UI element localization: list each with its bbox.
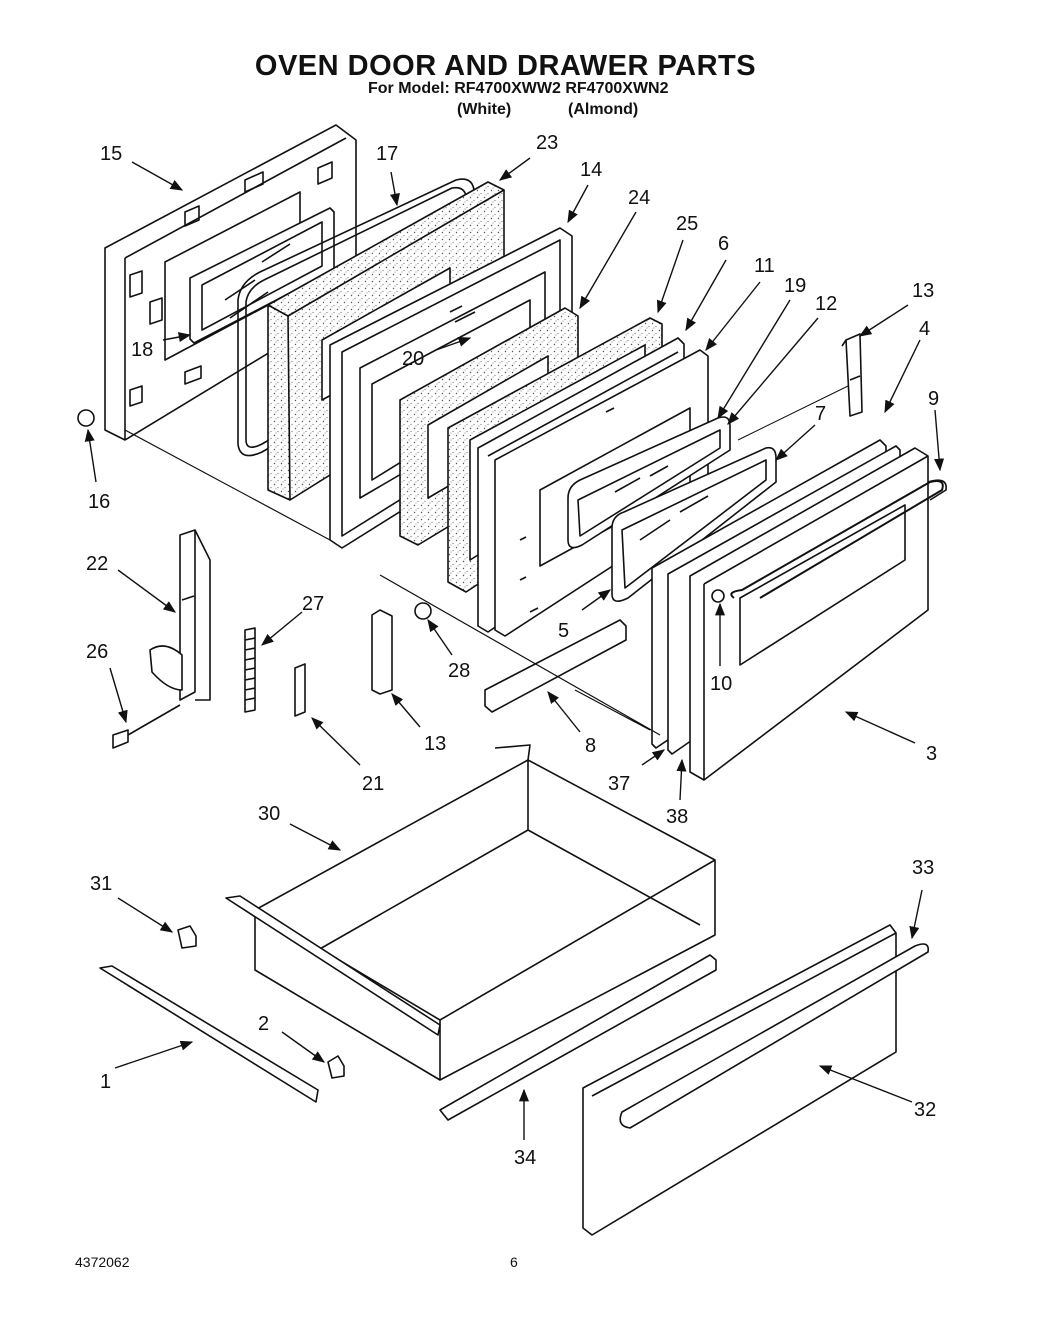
callout-9: 9: [928, 388, 939, 410]
callout-15: 15: [100, 143, 122, 165]
part-2-roller: [327, 1055, 345, 1079]
part-21-link: [294, 663, 306, 717]
callout-17: 17: [376, 143, 398, 165]
callout-4: 4: [919, 318, 930, 340]
callout-30: 30: [258, 803, 280, 825]
part-27-spring: [244, 627, 256, 713]
part-17-gasket: [237, 178, 475, 457]
page-title: OVEN DOOR AND DRAWER PARTS: [254, 50, 757, 82]
callout-1: 1: [100, 1071, 111, 1093]
part-9-handle: [927, 479, 947, 501]
callout-6: 6: [718, 233, 729, 255]
callout-7: 7: [815, 403, 826, 425]
callout-24: 24: [628, 187, 650, 209]
part-16-bumper: [77, 409, 95, 427]
callout-3: 3: [926, 743, 937, 765]
callout-38: 38: [666, 806, 688, 828]
part-13-hinge-bracket-top: [841, 333, 863, 417]
callout-2: 2: [258, 1013, 269, 1035]
callout-22: 22: [86, 553, 108, 575]
callout-18: 18: [131, 339, 153, 361]
callout-21: 21: [362, 773, 384, 795]
part-22-hinge: [149, 529, 211, 701]
part-33-drawer-handle: [619, 943, 930, 1129]
part-1-drawer-rail: [99, 965, 319, 1103]
callout-37: 37: [608, 773, 630, 795]
callout-8: 8: [585, 735, 596, 757]
callout-11: 11: [754, 255, 775, 277]
page-number: 6: [510, 1254, 518, 1270]
part-26-pin: [112, 704, 181, 749]
part-34-drawer-rail: [439, 954, 717, 1121]
part-7-glass: [611, 446, 777, 602]
callout-28: 28: [448, 660, 470, 682]
part-31-roller: [177, 925, 197, 949]
part-10-bumper: [711, 589, 725, 603]
callout-12: 12: [815, 293, 837, 315]
document-number: 4372062: [75, 1254, 130, 1270]
exploded-parts-diagram: 1 2 3 4 5 6 7 8 9 10 11 12 13 13 14 15 1…: [77, 124, 947, 1236]
part-30-drawer: [254, 744, 716, 1081]
callout-20: 20: [402, 348, 424, 370]
callout-16: 16: [88, 491, 110, 513]
variant-almond: (Almond): [568, 101, 639, 118]
callout-34: 34: [514, 1147, 536, 1169]
callout-19: 19: [784, 275, 806, 297]
callout-27: 27: [302, 593, 324, 615]
part-8-bottom-rail: [484, 619, 627, 713]
callout-13-top: 13: [912, 280, 934, 302]
part-13-bracket-lower: [371, 609, 393, 695]
callout-5: 5: [558, 620, 569, 642]
callout-31: 31: [90, 873, 112, 895]
variant-white: (White): [457, 101, 512, 118]
callout-32: 32: [914, 1099, 936, 1121]
callout-25: 25: [676, 213, 698, 235]
model-line: For Model: RF4700XWW2 RF4700XWN2: [368, 80, 669, 97]
part-28-bumper: [414, 602, 432, 620]
callout-26: 26: [86, 641, 108, 663]
callout-14: 14: [580, 159, 602, 181]
callout-13-lower: 13: [424, 733, 446, 755]
callout-33: 33: [912, 857, 934, 879]
callout-10: 10: [710, 673, 732, 695]
callout-23: 23: [536, 132, 558, 154]
